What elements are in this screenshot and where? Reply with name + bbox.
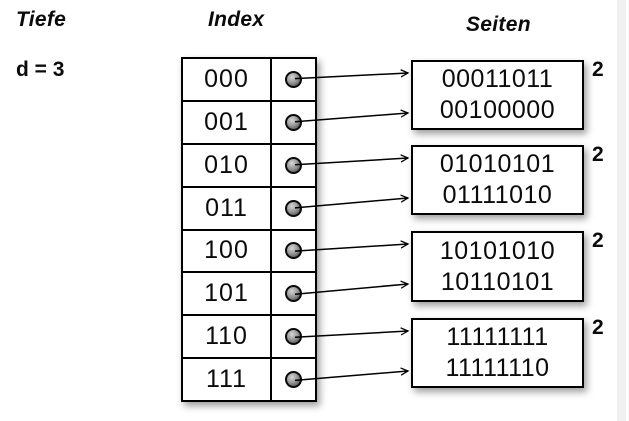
index-row-011: 011 <box>183 187 315 231</box>
pointer-cell <box>272 102 315 143</box>
pointer-cell <box>272 145 315 186</box>
pointer-cell <box>272 188 315 229</box>
index-column-title: Index <box>208 8 265 31</box>
page-record: 10101010 <box>439 236 556 265</box>
page-box-0: 00011011 00100000 <box>411 60 584 130</box>
index-row-100: 100 <box>183 230 315 274</box>
pointer-dot-icon <box>285 199 302 217</box>
pointer-cell <box>272 231 315 272</box>
page-record: 10110101 <box>440 267 555 296</box>
pointer-dot-icon <box>285 371 302 389</box>
page-record: 00011011 <box>441 65 554 93</box>
index-bits-label: 000 <box>183 59 272 100</box>
pointer-dot-icon <box>285 113 302 131</box>
page-box-1: 01010101 01111010 <box>411 145 584 215</box>
pointer-cell <box>272 273 315 314</box>
depth-column-title: Tiefe <box>16 8 67 31</box>
index-bits-label: 111 <box>183 359 272 400</box>
page-box-3: 11111111 11111110 <box>411 318 584 388</box>
pointer-cell <box>272 359 315 400</box>
index-bits-label: 001 <box>183 101 272 143</box>
page-record: 11111110 <box>445 354 550 382</box>
index-row-010: 010 <box>183 144 315 188</box>
global-depth-value: d = 3 <box>16 58 65 81</box>
index-row-101: 101 <box>183 273 315 317</box>
index-bits-label: 101 <box>183 273 272 315</box>
page-record: 01111010 <box>442 181 553 209</box>
index-bits-label: 110 <box>183 316 272 358</box>
index-row-001: 001 <box>183 101 315 145</box>
pointer-dot-icon <box>285 156 302 174</box>
local-depth-value: 2 <box>592 58 604 81</box>
local-depth-value: 2 <box>592 316 604 339</box>
window-edge-strip <box>617 0 626 421</box>
index-bits-label: 011 <box>183 187 272 229</box>
page-record: 01010101 <box>439 150 556 178</box>
page-record: 11111111 <box>446 323 549 351</box>
index-row-000: 000 <box>183 59 315 102</box>
index-row-111: 111 <box>183 359 315 400</box>
pointer-dot-icon <box>285 242 302 260</box>
index-row-110: 110 <box>183 316 315 360</box>
pointer-cell <box>272 59 315 100</box>
pointer-dot-icon <box>285 285 302 303</box>
local-depth-value: 2 <box>592 143 604 166</box>
pointer-cell <box>272 316 315 357</box>
page-record: 00100000 <box>439 96 556 124</box>
pages-column-title: Seiten <box>466 13 531 36</box>
local-depth-value: 2 <box>592 229 604 252</box>
index-bits-label: 010 <box>183 144 272 186</box>
pointer-dot-icon <box>285 70 302 88</box>
index-bits-label: 100 <box>183 230 272 272</box>
pointer-dot-icon <box>285 328 302 346</box>
